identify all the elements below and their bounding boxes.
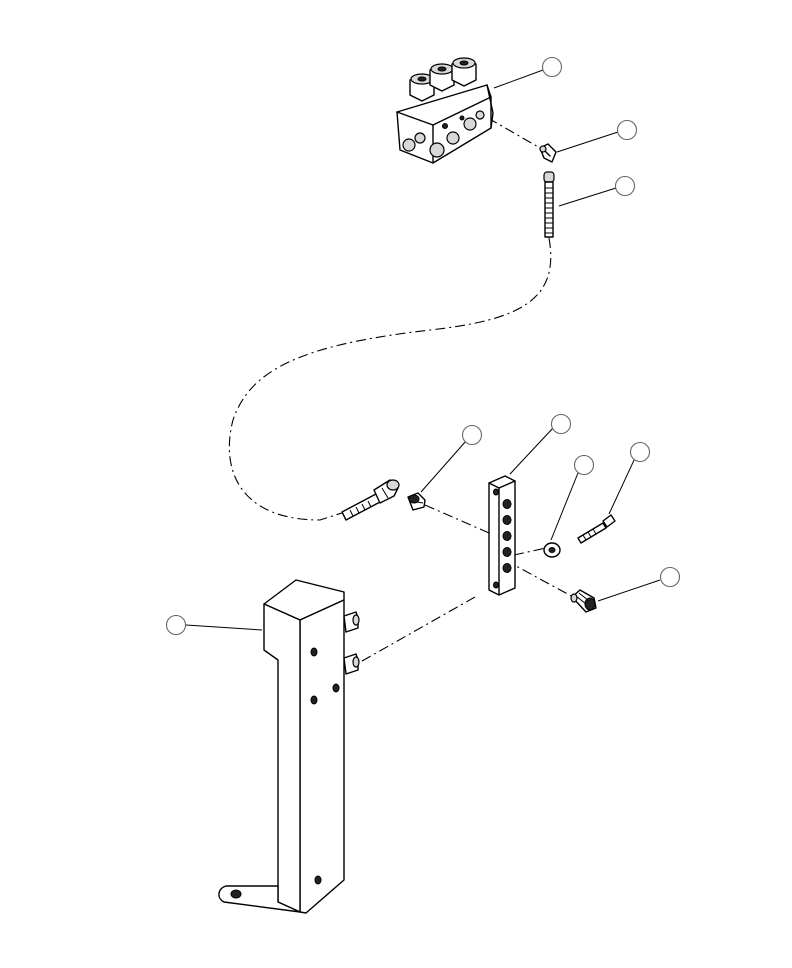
assembly-line-bolt-to-bar	[513, 547, 547, 556]
leader-hose	[558, 187, 617, 207]
leader-bolt	[608, 455, 637, 515]
valve-spool-caps	[409, 57, 477, 102]
leader-bracket	[185, 624, 263, 631]
assembly-line-adapter-to-bar	[424, 504, 506, 541]
leader-valve-block	[493, 69, 544, 89]
assembly-line-bar-to-fitting	[504, 559, 576, 599]
valve-block	[396, 57, 494, 164]
leader-adapter	[420, 440, 467, 493]
mounting-bracket	[218, 579, 360, 914]
bolt	[577, 514, 616, 544]
callout-grease-fitting	[659, 566, 681, 588]
hose-end-bottom	[341, 479, 400, 521]
callout-manifold-bar	[550, 413, 572, 435]
callout-elbow-fitting	[616, 119, 638, 141]
grease-fitting	[570, 589, 597, 613]
hose-path	[228, 237, 552, 521]
assembly-line-valve-to-elbow	[487, 117, 541, 149]
leader-elbow-fitting	[556, 131, 619, 153]
leader-manifold-bar	[509, 427, 554, 475]
callout-hose	[614, 175, 636, 197]
assembly-line-bar-to-bracket	[354, 596, 476, 666]
elbow-fitting-top	[539, 143, 557, 163]
hose-end-top	[543, 171, 555, 238]
callout-washer	[573, 454, 595, 476]
adapter-fitting	[407, 492, 426, 511]
leader-grease-fitting	[597, 579, 661, 602]
leader-washer	[550, 467, 581, 541]
washer	[543, 542, 561, 558]
callout-bolt	[629, 441, 651, 463]
callout-bracket	[165, 614, 187, 636]
bracket-studs	[343, 611, 360, 675]
manifold-bar	[488, 475, 516, 596]
callout-valve-block	[541, 56, 563, 78]
callout-adapter	[461, 424, 483, 446]
